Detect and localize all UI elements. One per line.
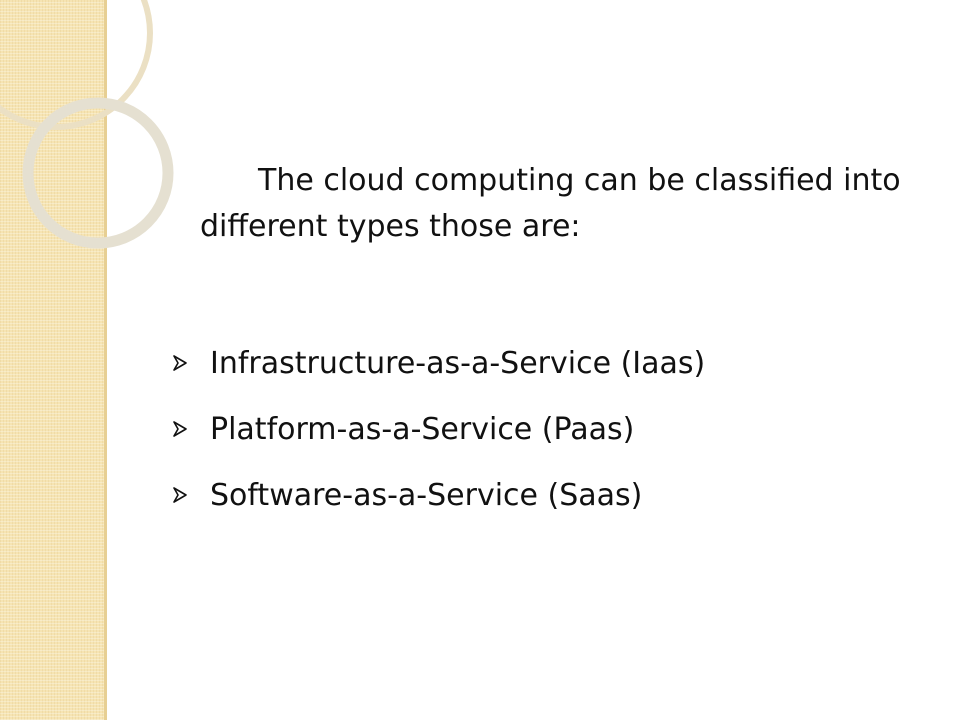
bullet-label: Software-as-a-Service (Saas) xyxy=(210,477,643,513)
bullet-label: Infrastructure-as-a-Service (Iaas) xyxy=(210,345,706,381)
decorative-ring-large xyxy=(0,0,153,130)
decorative-ring-small xyxy=(22,97,174,249)
list-item: Software-as-a-Service (Saas) xyxy=(172,462,912,528)
decorative-band-edge xyxy=(104,0,107,720)
intro-paragraph: The cloud computing can be classified in… xyxy=(200,163,901,244)
list-item: Infrastructure-as-a-Service (Iaas) xyxy=(172,330,912,396)
bullet-label: Platform-as-a-Service (Paas) xyxy=(210,411,635,447)
arrow-bullet-icon xyxy=(172,487,210,503)
list-item: Platform-as-a-Service (Paas) xyxy=(172,396,912,462)
slide-content: The cloud computing can be classified in… xyxy=(172,158,912,528)
service-type-list: Infrastructure-as-a-Service (Iaas) Platf… xyxy=(172,330,912,528)
arrow-bullet-icon xyxy=(172,421,210,437)
arrow-bullet-icon xyxy=(172,355,210,371)
